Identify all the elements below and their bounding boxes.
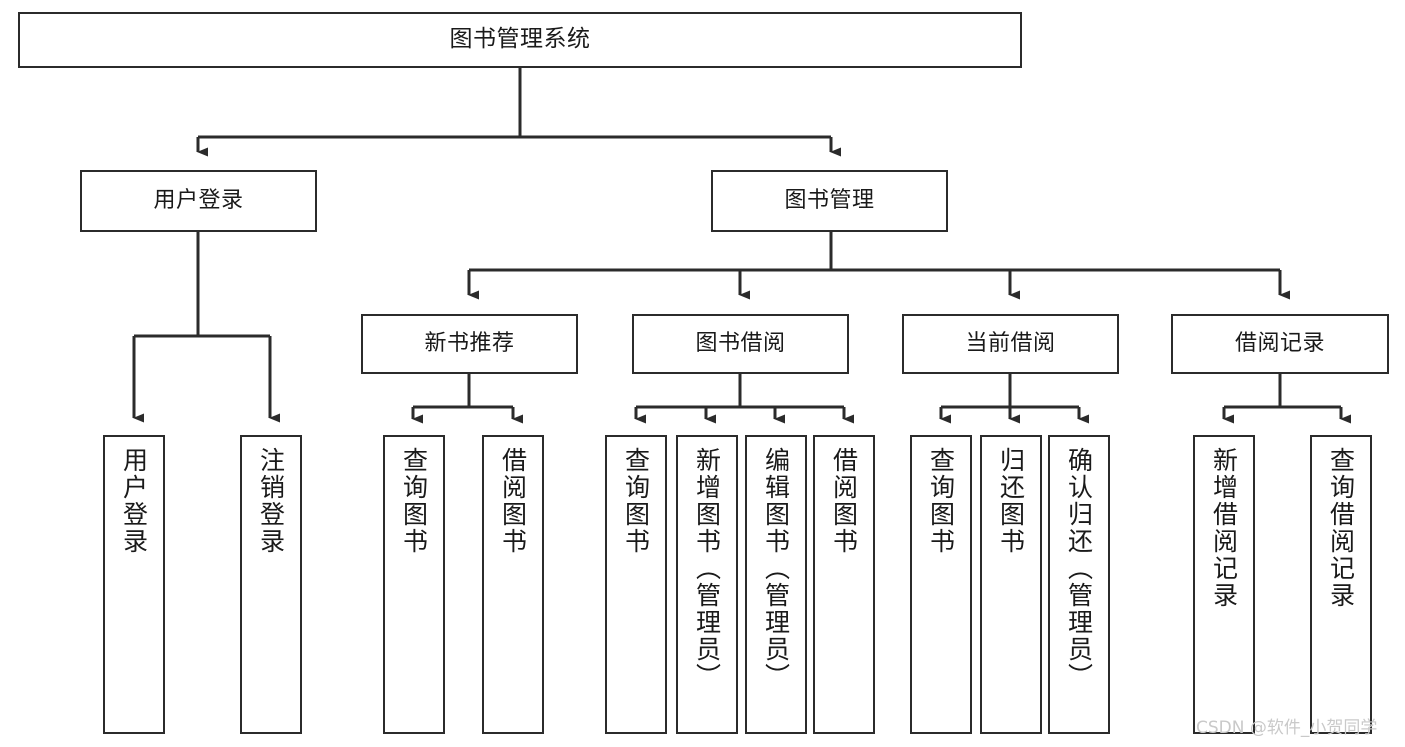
leaf-current-borrow-return[interactable]: 归还图书 bbox=[980, 435, 1042, 734]
node-label: 图书管理 bbox=[784, 187, 875, 213]
leaf-book-borrow-borrow[interactable]: 借阅图书 bbox=[813, 435, 875, 734]
leaf-user-login-logout[interactable]: 注销登录 bbox=[240, 435, 302, 734]
leaf-book-borrow-edit[interactable]: 编辑图书（管理员） bbox=[745, 435, 807, 734]
node-label: 借阅图书 bbox=[498, 447, 528, 555]
node-label: 图书管理系统 bbox=[449, 26, 591, 53]
node-label: 查询图书 bbox=[621, 447, 651, 555]
node-user-login[interactable]: 用户登录 bbox=[80, 170, 317, 232]
node-label: 新增借阅记录 bbox=[1209, 447, 1239, 609]
leaf-new-book-borrow[interactable]: 借阅图书 bbox=[482, 435, 544, 734]
leaf-current-borrow-query[interactable]: 查询图书 bbox=[910, 435, 972, 734]
node-label: 新增图书（管理员） bbox=[692, 447, 722, 690]
node-book-management-system[interactable]: 图书管理系统 bbox=[18, 12, 1022, 68]
node-book-borrow[interactable]: 图书借阅 bbox=[632, 314, 849, 374]
node-label: 借阅图书 bbox=[829, 447, 859, 555]
node-label: 借阅记录 bbox=[1234, 330, 1325, 356]
node-book-management[interactable]: 图书管理 bbox=[711, 170, 948, 232]
node-label: 用户登录 bbox=[119, 447, 149, 555]
node-label: 确认归还（管理员） bbox=[1064, 447, 1094, 690]
node-borrow-record[interactable]: 借阅记录 bbox=[1171, 314, 1389, 374]
leaf-borrow-record-query[interactable]: 查询借阅记录 bbox=[1310, 435, 1372, 734]
node-label: 编辑图书（管理员） bbox=[761, 447, 791, 690]
leaf-book-borrow-query[interactable]: 查询图书 bbox=[605, 435, 667, 734]
node-current-borrow[interactable]: 当前借阅 bbox=[902, 314, 1119, 374]
node-label: 归还图书 bbox=[996, 447, 1026, 555]
node-label: 新书推荐 bbox=[424, 330, 515, 356]
leaf-user-login-login[interactable]: 用户登录 bbox=[103, 435, 165, 734]
node-label: 查询图书 bbox=[399, 447, 429, 555]
node-label: 查询借阅记录 bbox=[1326, 447, 1356, 609]
node-label: 当前借阅 bbox=[965, 330, 1056, 356]
node-label: 图书借阅 bbox=[695, 330, 786, 356]
leaf-borrow-record-add[interactable]: 新增借阅记录 bbox=[1193, 435, 1255, 734]
leaf-new-book-query[interactable]: 查询图书 bbox=[383, 435, 445, 734]
node-new-book-recommend[interactable]: 新书推荐 bbox=[361, 314, 578, 374]
leaf-current-borrow-confirm-return[interactable]: 确认归还（管理员） bbox=[1048, 435, 1110, 734]
leaf-book-borrow-add[interactable]: 新增图书（管理员） bbox=[676, 435, 738, 734]
node-label: 用户登录 bbox=[153, 187, 244, 213]
node-label: 查询图书 bbox=[926, 447, 956, 555]
node-label: 注销登录 bbox=[256, 447, 286, 555]
